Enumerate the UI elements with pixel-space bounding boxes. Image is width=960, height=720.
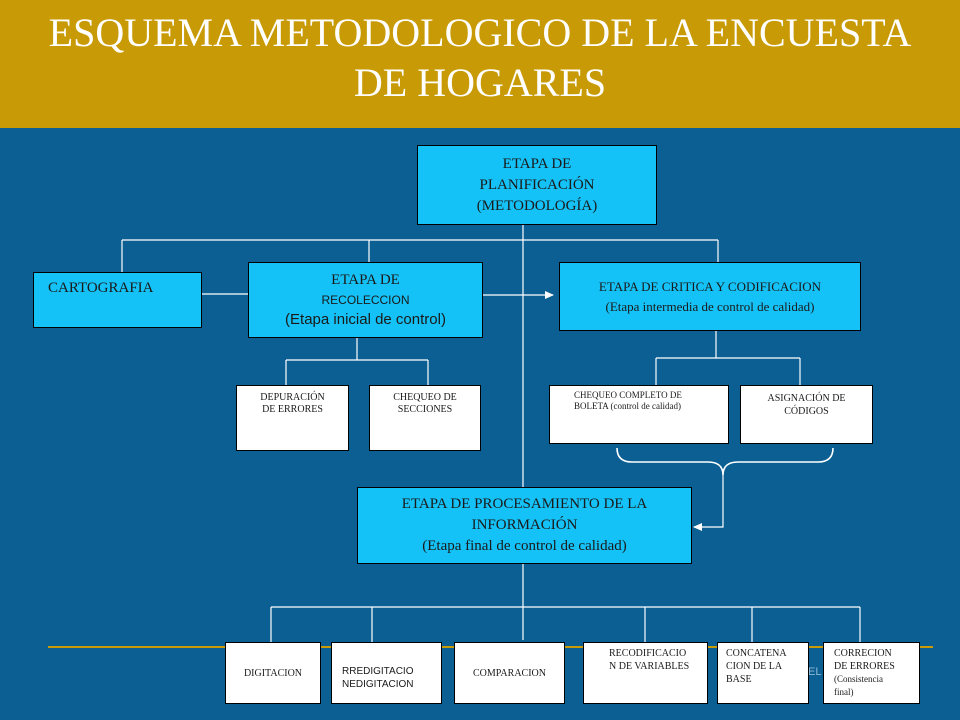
depuracion-line-2: DE ERRORES bbox=[262, 404, 323, 415]
chequeo-secciones-line-2: SECCIONES bbox=[397, 404, 453, 415]
title-banner bbox=[0, 0, 960, 128]
redigitacion-line-2: NEDIGITACION bbox=[342, 679, 414, 690]
depuracion-line-1: DEPURACIÓN bbox=[260, 392, 325, 403]
planificacion-line-3: (METODOLOGÍA) bbox=[476, 197, 598, 214]
critica-line-2: (Etapa intermedia de control de calidad) bbox=[605, 298, 815, 314]
procesamiento-line-2: INFORMACIÓN bbox=[471, 517, 578, 533]
box-correcion: CORRECION DE ERRORES (Consistencia final… bbox=[823, 642, 920, 704]
recodificacion-line-2: N DE VARIABLES bbox=[609, 661, 690, 672]
box-redigitacion: RREDIGITACIO NEDIGITACION bbox=[331, 642, 442, 704]
footer-text: EL bbox=[808, 666, 822, 678]
box-chequeo-secciones: CHEQUEO DE SECCIONES bbox=[369, 385, 481, 451]
box-concatenacion: CONCATENA CION DE LA BASE bbox=[717, 642, 809, 704]
box-digitacion: DIGITACION bbox=[225, 642, 321, 704]
redigitacion-line-1: RREDIGITACIO bbox=[342, 666, 414, 677]
planificacion-line-2: PLANIFICACIÓN bbox=[479, 176, 595, 193]
recoleccion-line-3: (Etapa inicial de control) bbox=[285, 311, 446, 328]
correcion-line-4: final) bbox=[834, 687, 854, 697]
box-depuracion: DEPURACIÓN DE ERRORES bbox=[236, 385, 349, 451]
recoleccion-line-1: ETAPA DE bbox=[331, 272, 400, 288]
box-comparacion: COMPARACION bbox=[454, 642, 565, 704]
asignacion-line-2: CÓDIGOS bbox=[784, 406, 829, 417]
recoleccion-line-2: RECOLECCION bbox=[321, 293, 410, 307]
box-recoleccion: ETAPA DE RECOLECCION (Etapa inicial de c… bbox=[248, 262, 483, 338]
box-critica-codificacion: ETAPA DE CRITICA Y CODIFICACION (Etapa i… bbox=[559, 262, 861, 331]
cartografia-label: CARTOGRAFIA bbox=[48, 280, 154, 296]
concatenacion-line-3: BASE bbox=[726, 674, 752, 685]
procesamiento-line-1: ETAPA DE PROCESAMIENTO DE LA bbox=[401, 496, 648, 512]
chequeo-secciones-line-1: CHEQUEO DE bbox=[393, 392, 457, 403]
critica-line-1: ETAPA DE CRITICA Y CODIFICACION bbox=[598, 278, 822, 294]
chequeo-boleta-line-2: BOLETA (control de calidad) bbox=[574, 401, 681, 411]
digitacion-label: DIGITACION bbox=[243, 667, 303, 679]
box-planificacion: ETAPA DE PLANIFICACIÓN (METODOLOGÍA) bbox=[417, 145, 657, 225]
box-cartografia: CARTOGRAFIA bbox=[33, 272, 202, 328]
asignacion-line-1: ASIGNACIÓN DE bbox=[767, 393, 846, 404]
planificacion-line-1: ETAPA DE bbox=[502, 155, 572, 172]
concatenacion-line-2: CION DE LA bbox=[726, 661, 783, 672]
recodificacion-line-1: RECODIFICACIO bbox=[609, 648, 687, 659]
brace-arrow bbox=[693, 475, 724, 531]
title-line-2: DE HOGARES bbox=[353, 60, 607, 105]
concatenacion-line-1: CONCATENA bbox=[726, 648, 787, 659]
title-line-1: ESQUEMA METODOLOGICO DE LA ENCUESTA bbox=[48, 10, 912, 55]
box-procesamiento: ETAPA DE PROCESAMIENTO DE LA INFORMACIÓN… bbox=[357, 487, 692, 564]
page-title: ESQUEMA METODOLOGICO DE LA ENCUESTA DE H… bbox=[0, 8, 960, 108]
correcion-line-2: DE ERRORES bbox=[834, 661, 895, 672]
correcion-line-1: CORRECION bbox=[834, 648, 892, 659]
box-chequeo-boleta: CHEQUEO COMPLETO DE BOLETA (control de c… bbox=[549, 385, 729, 444]
chequeo-boleta-line-1: CHEQUEO COMPLETO DE bbox=[574, 390, 682, 400]
brace bbox=[616, 447, 834, 476]
box-recodificacion: RECODIFICACIO N DE VARIABLES bbox=[583, 642, 708, 704]
procesamiento-line-3: (Etapa final de control de calidad) bbox=[422, 538, 627, 554]
comparacion-label: COMPARACION bbox=[473, 667, 546, 679]
box-asignacion-codigos: ASIGNACIÓN DE CÓDIGOS bbox=[740, 385, 873, 444]
correcion-line-3: (Consistencia bbox=[834, 674, 883, 684]
